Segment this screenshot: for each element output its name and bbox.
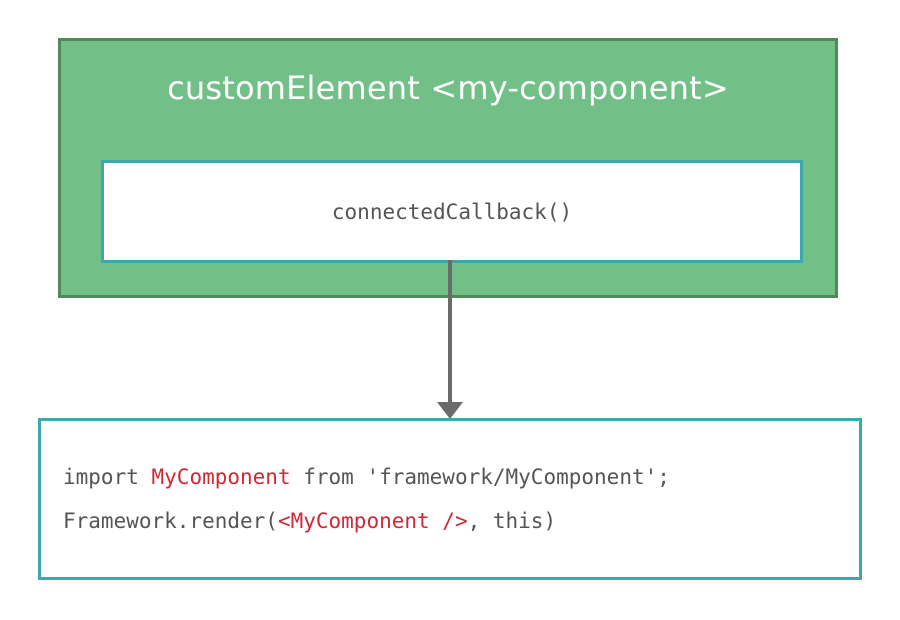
custom-element-title: customElement <my-component>: [167, 69, 729, 107]
code-token-mycomponent: MyComponent: [151, 465, 291, 489]
connected-callback-box: connectedCallback(): [101, 160, 803, 263]
code-line-render: Framework.render(<MyComponent />, this): [63, 509, 556, 533]
custom-element-box: customElement <my-component> connectedCa…: [58, 38, 838, 298]
code-token-jsx: <MyComponent />: [277, 509, 468, 533]
code-token-from: from 'framework/MyComponent';: [290, 465, 670, 489]
connected-callback-label: connectedCallback(): [331, 199, 573, 224]
code-token-this: , this): [467, 509, 557, 533]
code-box: import MyComponent from 'framework/MyCom…: [38, 418, 862, 580]
code-line-import: import MyComponent from 'framework/MyCom…: [63, 465, 670, 489]
code-token-render: Framework.render(: [63, 509, 278, 533]
arrow-head: [437, 402, 463, 419]
code-token-import: import: [63, 465, 152, 489]
